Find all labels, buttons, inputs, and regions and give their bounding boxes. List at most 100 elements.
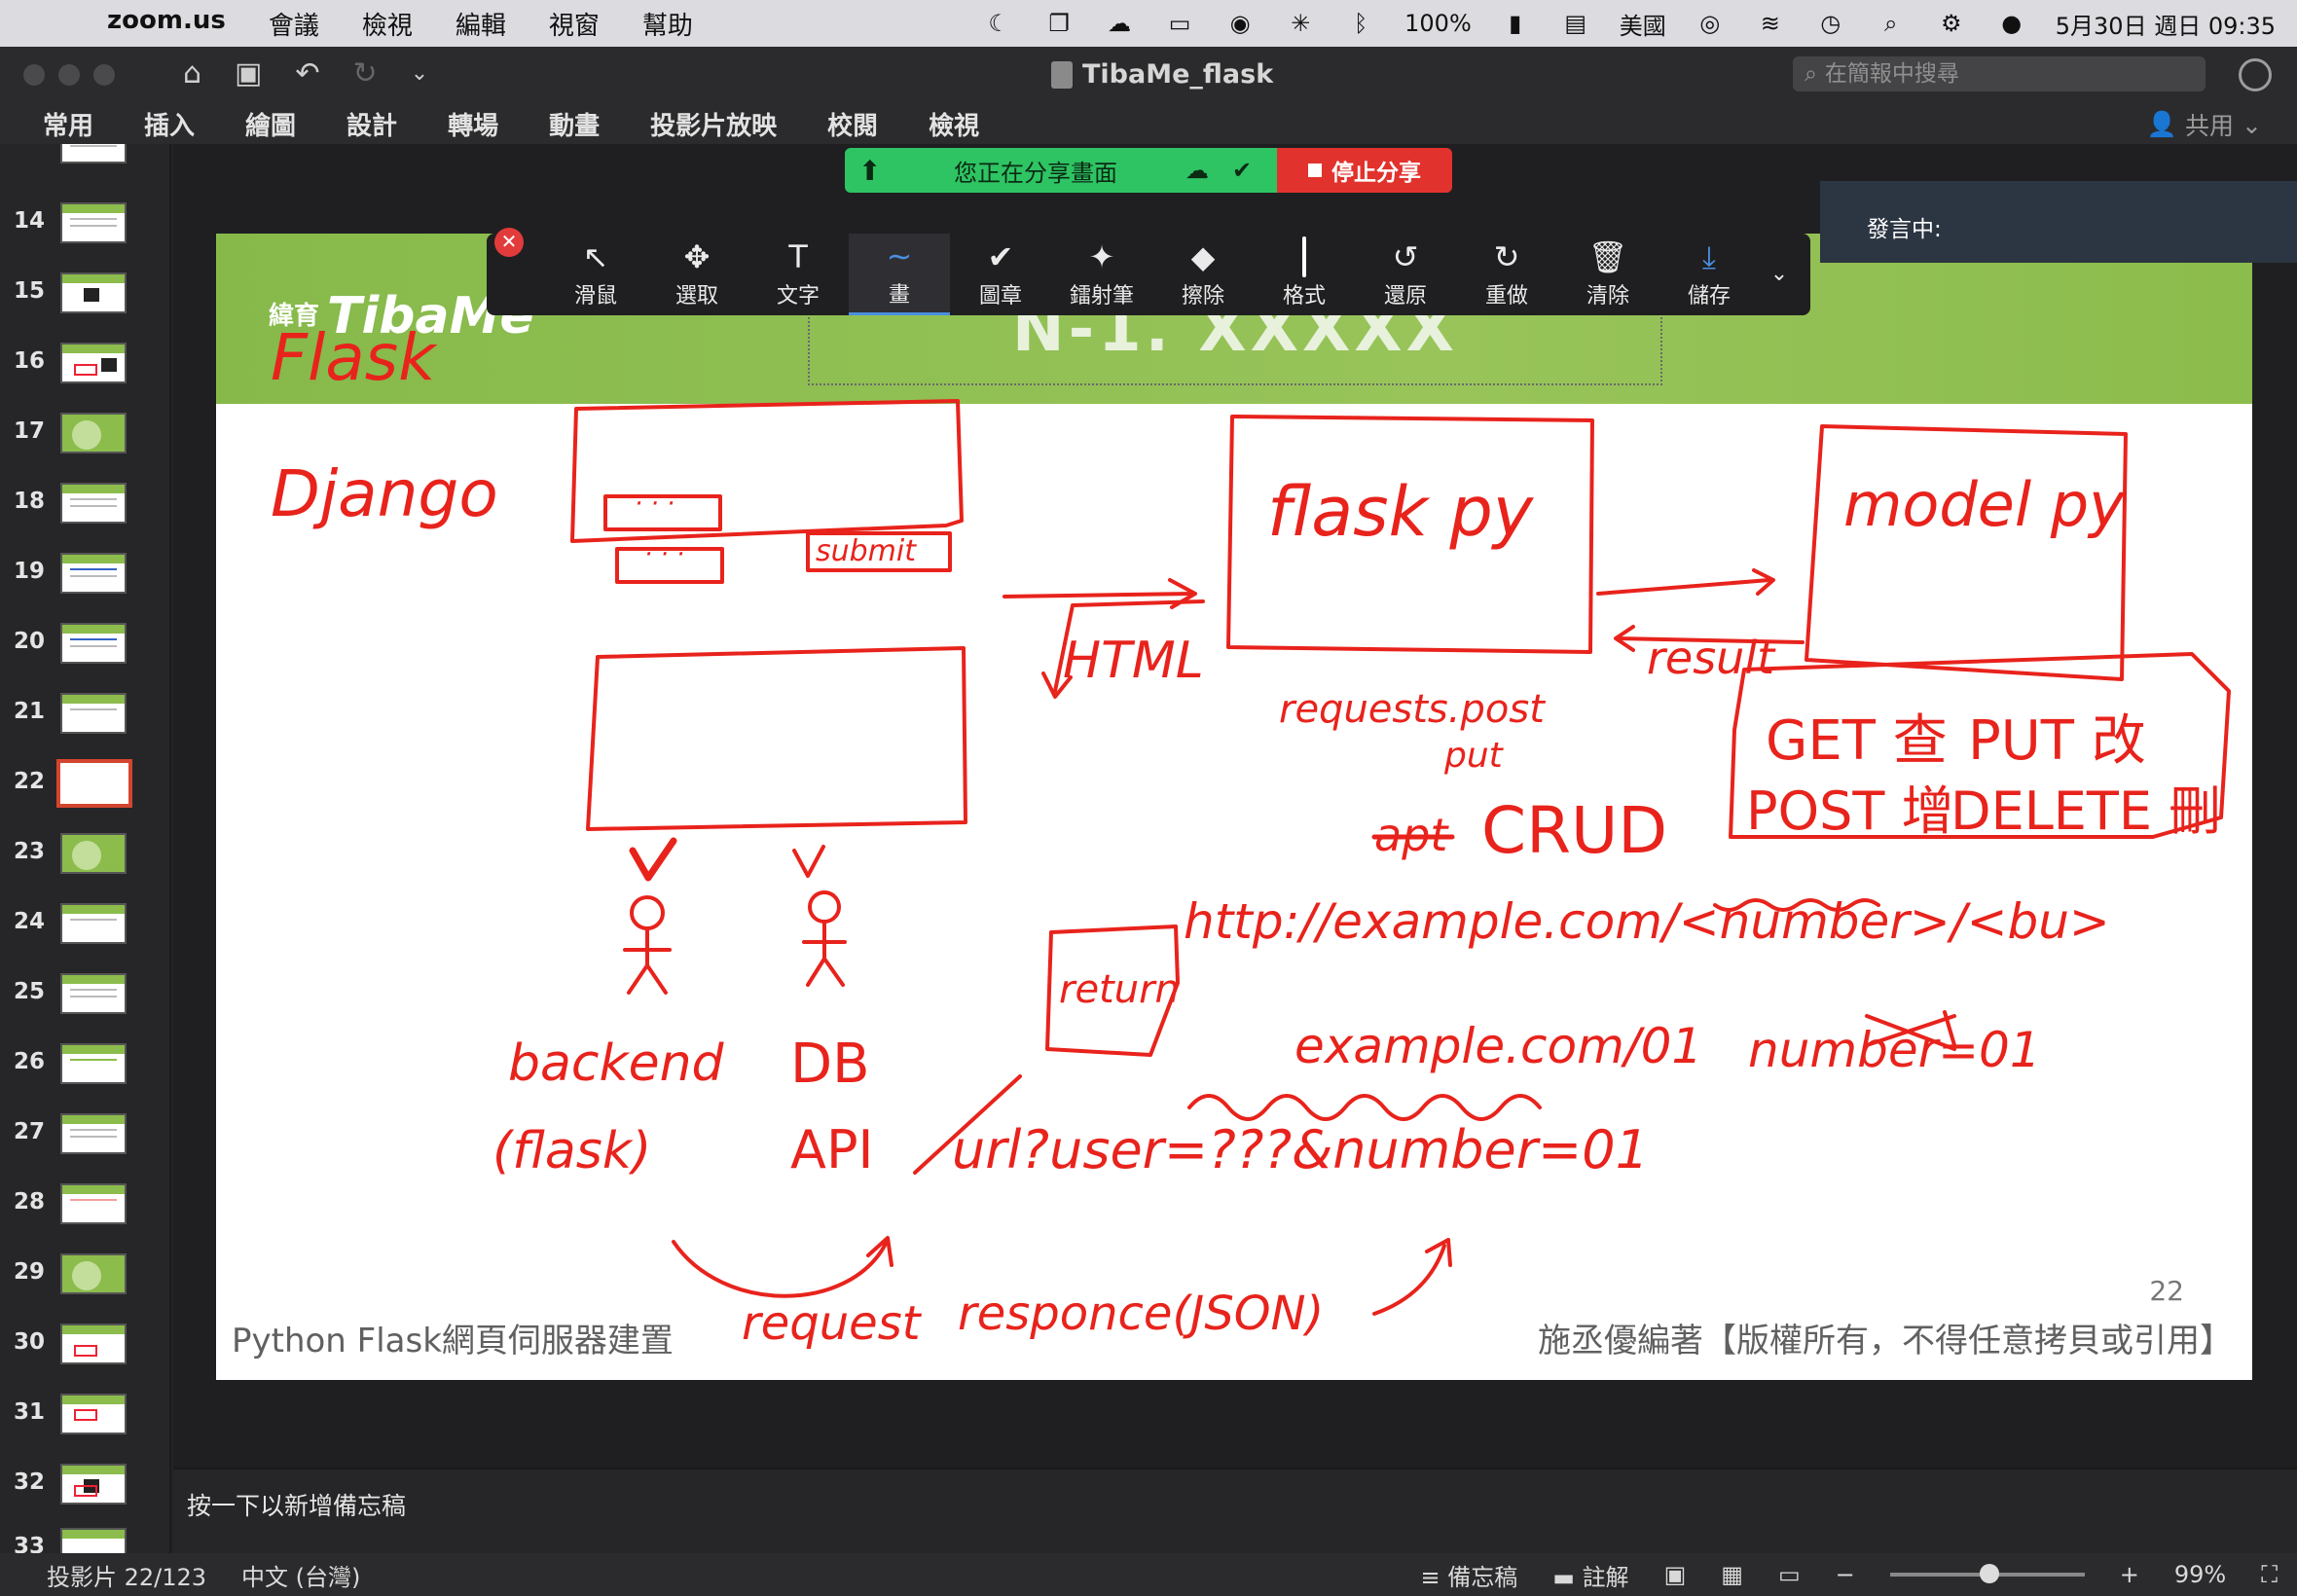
control-center-icon[interactable]: ⚙ — [1941, 10, 1962, 37]
menu-window[interactable]: 視窗 — [548, 11, 600, 41]
tool-undo[interactable]: ↺還原 — [1383, 238, 1427, 308]
slide-thumbnail[interactable]: 21 — [0, 693, 169, 769]
tool-format[interactable]: 格式 — [1254, 234, 1355, 315]
slide-thumbnail[interactable]: 26 — [0, 1043, 169, 1119]
menu-meeting[interactable]: 會議 — [268, 11, 319, 41]
tab-view[interactable]: 檢視 — [929, 111, 980, 141]
slide-thumbnail[interactable]: 14 — [0, 202, 169, 278]
normal-view-icon[interactable]: ▣ — [1663, 1561, 1687, 1588]
share-button[interactable]: 👤 共用 ⌄ — [2146, 110, 2262, 140]
tab-review[interactable]: 校閱 — [827, 111, 879, 141]
save-icon[interactable]: ▣ — [235, 56, 263, 91]
feedback-smiley-icon[interactable] — [2239, 58, 2272, 91]
slide-thumbnail[interactable]: 18 — [0, 483, 169, 559]
tab-slideshow[interactable]: 投影片放映 — [650, 111, 778, 141]
tab-animations[interactable]: 動畫 — [549, 111, 601, 141]
menu-help[interactable]: 幫助 — [641, 11, 693, 41]
stop-share-button[interactable]: 停止分享 — [1277, 148, 1452, 193]
ribbon-tabs: 常用 插入 繪圖 設計 轉場 動畫 投影片放映 校閱 檢視 👤 共用 ⌄ — [0, 103, 2297, 144]
slide-thumbnail[interactable]: 30 — [0, 1324, 169, 1399]
slide-sorter-icon[interactable]: ▦ — [1721, 1561, 1743, 1588]
notes-toggle-button[interactable]: ≡ 備忘稿 — [1420, 1563, 1518, 1591]
slide-thumbnail[interactable]: 31 — [0, 1394, 169, 1469]
time-machine-icon[interactable]: ◷ — [1820, 10, 1841, 37]
presenter-view-icon[interactable]: ▭ — [1777, 1561, 1801, 1588]
user-icon[interactable]: ◎ — [1699, 10, 1721, 37]
save-options-chevron-icon[interactable]: ⌄ — [1769, 262, 1789, 286]
slide-thumbnail[interactable]: 24 — [0, 903, 169, 979]
redo-icon[interactable]: ↻ — [352, 56, 378, 91]
tool-mouse[interactable]: ↖滑鼠 — [573, 238, 617, 308]
tab-design[interactable]: 設計 — [346, 111, 398, 141]
slide-thumbnail[interactable]: 27 — [0, 1113, 169, 1189]
zoom-slider[interactable] — [1889, 1564, 2085, 1583]
comments-toggle-button[interactable]: ▬ 註解 — [1552, 1563, 1629, 1591]
slide-thumbnail[interactable]: 33 — [0, 1528, 169, 1553]
tool-clear[interactable]: 🗑清除 — [1586, 238, 1629, 308]
slide-thumbnail[interactable]: 23 — [0, 833, 169, 909]
comment-icon: ▬ — [1552, 1563, 1583, 1591]
zoom-out-icon[interactable]: − — [1835, 1561, 1855, 1588]
menu-app-zoom[interactable]: zoom.us — [107, 5, 226, 35]
tool-spotlight[interactable]: ✦鐳射筆 — [1069, 238, 1134, 308]
slide-thumbnail[interactable]: 17 — [0, 413, 169, 489]
screen-mirror-icon[interactable]: ❐ — [1048, 10, 1070, 37]
ink-put-edit: PUT 改 — [1968, 709, 2146, 773]
slide-thumbnail[interactable]: 20 — [0, 623, 169, 699]
play-circle-icon[interactable]: ◉ — [1229, 10, 1251, 37]
slide-thumbnail[interactable]: 15 — [0, 272, 169, 348]
tab-transitions[interactable]: 轉場 — [448, 111, 499, 141]
menu-view[interactable]: 檢視 — [361, 11, 413, 41]
close-window-button[interactable] — [23, 64, 45, 86]
tool-save[interactable]: ⤓儲存 — [1687, 238, 1731, 308]
customize-toolbar-icon[interactable]: ⌄ — [410, 61, 429, 86]
slide-thumbnail[interactable]: 25 — [0, 973, 169, 1049]
current-slide[interactable]: 緯育 TibaMe N-1. XXXXX — [216, 234, 2252, 1380]
redo-icon: ↻ — [1493, 238, 1520, 275]
tab-home[interactable]: 常用 — [43, 111, 94, 141]
search-presentation-input[interactable]: ⌕ 在簡報中搜尋 — [1793, 56, 2206, 91]
battery-icon[interactable]: ▮ — [1509, 10, 1522, 37]
wifi-icon[interactable]: ≋ — [1760, 10, 1780, 37]
fit-to-window-icon[interactable]: ⛶ — [2261, 1561, 2278, 1588]
slide-thumbnail-selected[interactable]: 22 — [0, 759, 169, 839]
tool-redo[interactable]: ↻重做 — [1484, 238, 1528, 308]
slide-thumbnail[interactable]: 29 — [0, 1253, 169, 1329]
tab-insert[interactable]: 插入 — [144, 111, 196, 141]
tool-select[interactable]: ✥選取 — [675, 238, 718, 308]
moon-icon[interactable]: ☾ — [988, 10, 1009, 37]
sharing-status[interactable]: ⬆ 您正在分享畫面 ☁ ✔ — [845, 148, 1277, 193]
siri-icon[interactable]: ● — [2001, 10, 2023, 37]
zoom-level[interactable]: 99% — [2173, 1561, 2227, 1588]
tool-draw[interactable]: ∼畫 — [849, 234, 950, 315]
clock[interactable]: 5月30日 週日 09:35 — [2055, 12, 2276, 40]
tool-stamp[interactable]: ✔圖章 — [978, 238, 1022, 308]
cloud-upload-icon[interactable]: ☁ — [1108, 10, 1132, 37]
home-icon[interactable]: ⌂ — [183, 56, 202, 91]
zoom-window-button[interactable] — [93, 64, 115, 86]
speaker-notes-pane[interactable]: 按一下以新增備忘稿 — [173, 1468, 2297, 1553]
tool-eraser[interactable]: ◆擦除 — [1181, 238, 1224, 308]
menu-edit[interactable]: 編輯 — [455, 11, 506, 41]
zoom-slider-knob[interactable] — [1979, 1564, 1999, 1583]
slide-thumbnails-pane[interactable]: 14 15 16 17 18 19 20 21 22 23 24 25 26 2… — [0, 144, 171, 1553]
search-icon[interactable]: ⌕ — [1884, 10, 1898, 37]
display-icon[interactable]: ▭ — [1168, 10, 1191, 37]
tab-draw[interactable]: 繪圖 — [245, 111, 297, 141]
close-annotation-icon[interactable]: ✕ — [494, 228, 524, 257]
ink-db: DB — [790, 1033, 870, 1096]
slide-thumbnail[interactable] — [0, 144, 169, 208]
slide-thumbnail[interactable]: 16 — [0, 343, 169, 418]
language-indicator[interactable]: 中文 (台灣) — [241, 1563, 361, 1591]
undo-icon: ↺ — [1392, 238, 1419, 275]
pinwheel-icon[interactable]: ✳ — [1291, 10, 1311, 37]
slide-thumbnail[interactable]: 32 — [0, 1464, 169, 1540]
undo-icon[interactable]: ↶ — [295, 56, 320, 91]
slide-thumbnail[interactable]: 28 — [0, 1183, 169, 1259]
bluetooth-icon[interactable]: ᛒ — [1353, 10, 1368, 37]
minimize-window-button[interactable] — [58, 64, 80, 86]
zoom-in-icon[interactable]: + — [2119, 1561, 2139, 1588]
slide-thumbnail[interactable]: 19 — [0, 553, 169, 629]
input-method-label[interactable]: 美國 — [1619, 12, 1666, 40]
